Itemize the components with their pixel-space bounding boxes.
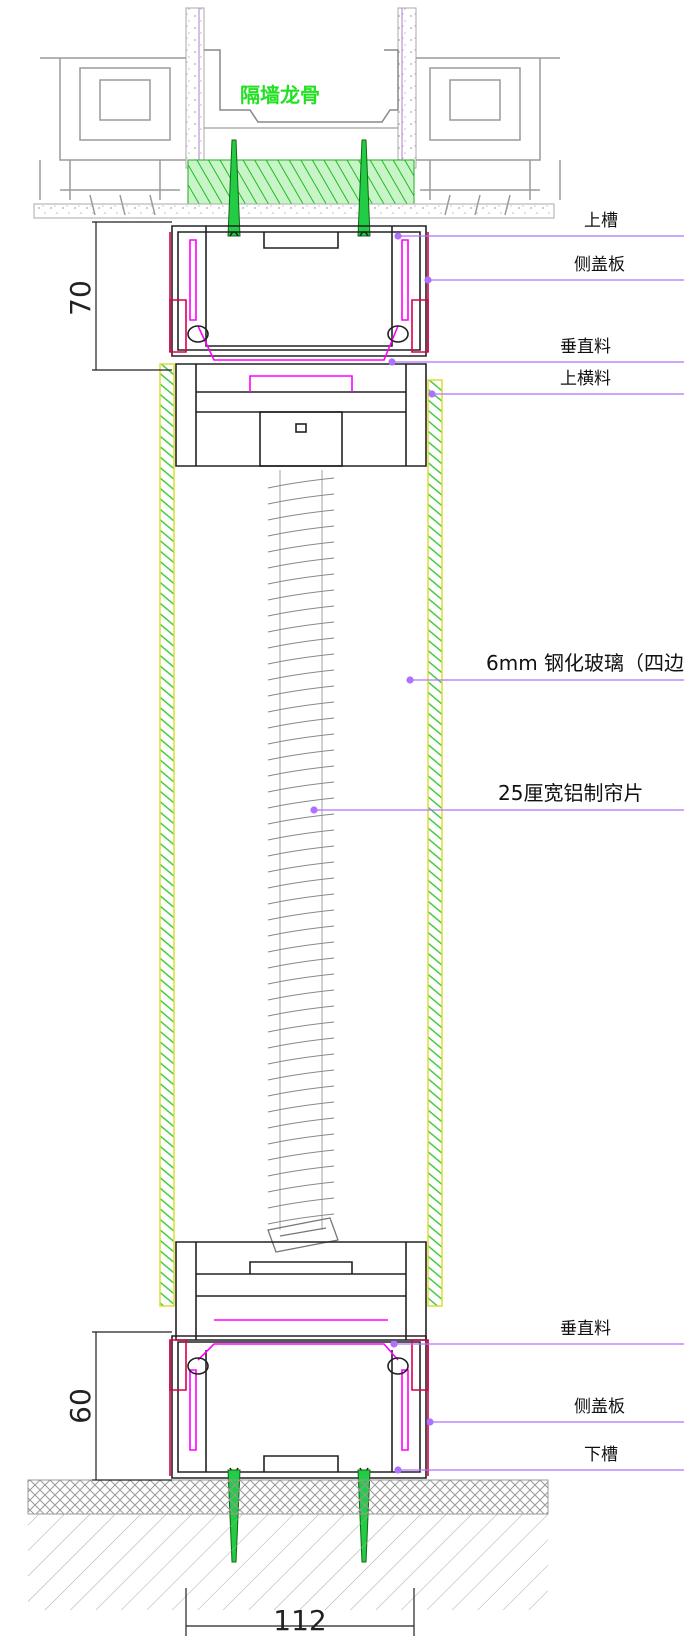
blind-slat	[267, 765, 335, 777]
ceiling-profile-left	[39, 57, 186, 216]
blind-slat	[267, 781, 335, 793]
blind-slat	[267, 1165, 335, 1177]
blind-slat	[267, 1005, 335, 1017]
blind-slat	[267, 925, 335, 937]
blind-slat	[267, 1101, 335, 1113]
dimension-width-value: 112	[273, 1604, 326, 1636]
blind-slat	[267, 1085, 335, 1097]
tempered-glass-left	[159, 363, 175, 1307]
blind-slat	[267, 733, 335, 745]
blind-slat	[267, 1133, 335, 1145]
blind-slat	[267, 653, 335, 665]
blind-slat	[267, 477, 335, 489]
blind-slat	[267, 829, 335, 841]
partition-stud-label: 隔墙龙骨	[240, 83, 320, 107]
blind-slat	[267, 957, 335, 969]
blind-slat	[267, 525, 335, 537]
blind-slat	[267, 877, 335, 889]
callout-top-channel: 上槽	[584, 211, 618, 231]
aluminum-blinds	[267, 470, 335, 1230]
blind-slat	[267, 1037, 335, 1049]
blind-slat	[267, 717, 335, 729]
blind-slat	[267, 1021, 335, 1033]
blind-slat	[267, 541, 335, 553]
bottom-rail	[175, 1241, 427, 1341]
callout-top-rail: 上横料	[560, 369, 611, 389]
blind-slat	[267, 845, 335, 857]
blind-slat	[267, 1053, 335, 1065]
blind-bottom-bar	[267, 1217, 339, 1253]
bottom-channel-assembly	[169, 1335, 429, 1479]
blind-slat	[267, 1117, 335, 1129]
dimension-bottom-height	[92, 1331, 172, 1481]
dimension-top-height-value: 70	[64, 280, 97, 316]
callout-bottom-channel: 下槽	[584, 1445, 618, 1465]
partition-wall-top	[33, 7, 555, 219]
blind-slat	[267, 637, 335, 649]
blind-slat	[267, 893, 335, 905]
blind-slat	[267, 909, 335, 921]
dimension-width	[185, 1588, 415, 1636]
blind-slat	[267, 557, 335, 569]
top-channel-assembly	[169, 225, 429, 361]
blind-slat	[267, 813, 335, 825]
top-rail	[175, 363, 427, 467]
blind-slat	[267, 493, 335, 505]
blind-slat	[267, 701, 335, 713]
dimension-top-height	[92, 221, 172, 371]
callout-side-cover-bottom: 侧盖板	[574, 1397, 625, 1417]
blind-slat	[267, 1213, 335, 1225]
blind-slat	[267, 973, 335, 985]
blind-slat	[267, 685, 335, 697]
blind-slat	[267, 1181, 335, 1193]
blind-slat	[267, 573, 335, 585]
callout-side-cover-top: 侧盖板	[574, 255, 625, 275]
callout-vertical-top: 垂直料	[560, 337, 611, 357]
anchor-screws-top	[227, 139, 371, 237]
callout-blinds: 25厘宽铝制帘片	[498, 781, 643, 805]
tempered-glass-right	[427, 379, 443, 1307]
callout-leaders	[310, 232, 684, 1474]
dimension-bottom-height-value: 60	[64, 1388, 97, 1424]
blind-slat	[267, 861, 335, 873]
ceiling-profile-right	[416, 57, 561, 216]
blind-slat	[267, 669, 335, 681]
blind-slat	[267, 1197, 335, 1209]
blind-slat	[267, 941, 335, 953]
floor-slab	[27, 1479, 549, 1610]
callout-glass: 6mm 钢化玻璃（四边高	[486, 651, 684, 675]
blind-slat	[267, 749, 335, 761]
blind-slat	[267, 589, 335, 601]
blind-slat	[267, 605, 335, 617]
blind-slat	[267, 989, 335, 1001]
blind-slat	[267, 1149, 335, 1161]
blind-slat	[267, 797, 335, 809]
callout-labels: 上槽 侧盖板 垂直料 上横料 6mm 钢化玻璃（四边高 25厘宽铝制帘片 垂直料…	[486, 211, 684, 1465]
blind-slat	[267, 1069, 335, 1081]
blind-slat	[267, 509, 335, 521]
blind-slat	[267, 621, 335, 633]
callout-vertical-bottom: 垂直料	[560, 1319, 611, 1339]
